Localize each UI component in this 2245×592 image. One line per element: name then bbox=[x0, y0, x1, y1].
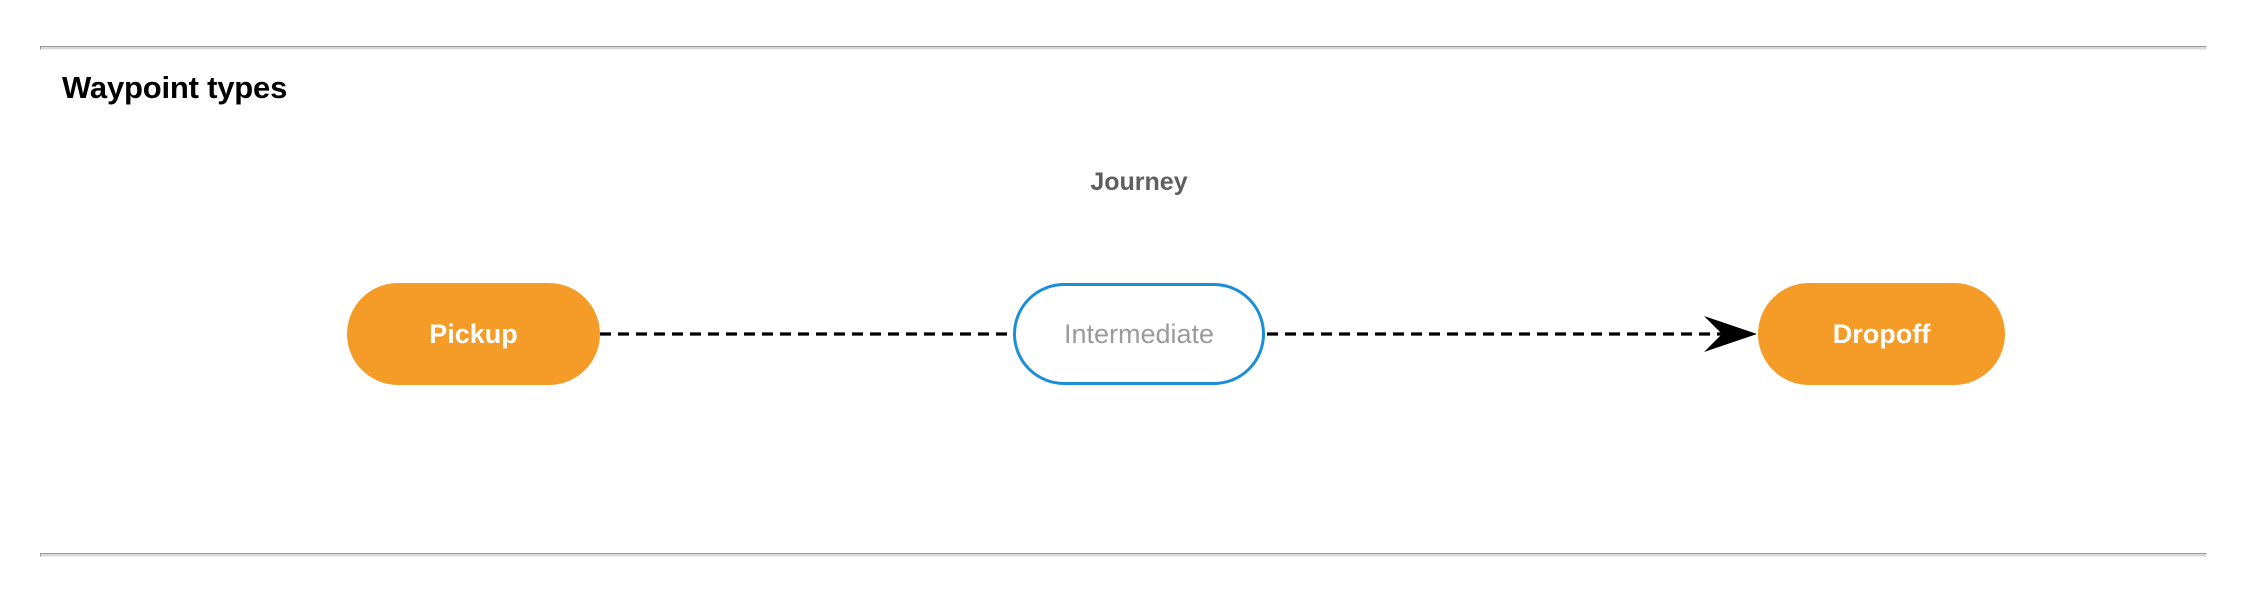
section-divider-bottom bbox=[40, 553, 2207, 557]
section-divider-top bbox=[40, 46, 2207, 50]
node-intermediate[interactable]: Intermediate bbox=[1013, 283, 1265, 385]
node-dropoff-label: Dropoff bbox=[1832, 318, 1931, 349]
node-pickup-label: Pickup bbox=[429, 318, 518, 349]
page-title: Waypoint types bbox=[62, 70, 288, 105]
node-pickup[interactable]: Pickup bbox=[347, 283, 600, 385]
node-dropoff[interactable]: Dropoff bbox=[1758, 283, 2005, 385]
cluster-label-journey: Journey bbox=[1090, 168, 1188, 196]
node-intermediate-label: Intermediate bbox=[1063, 318, 1215, 349]
arrowhead-icon bbox=[1704, 316, 1757, 352]
